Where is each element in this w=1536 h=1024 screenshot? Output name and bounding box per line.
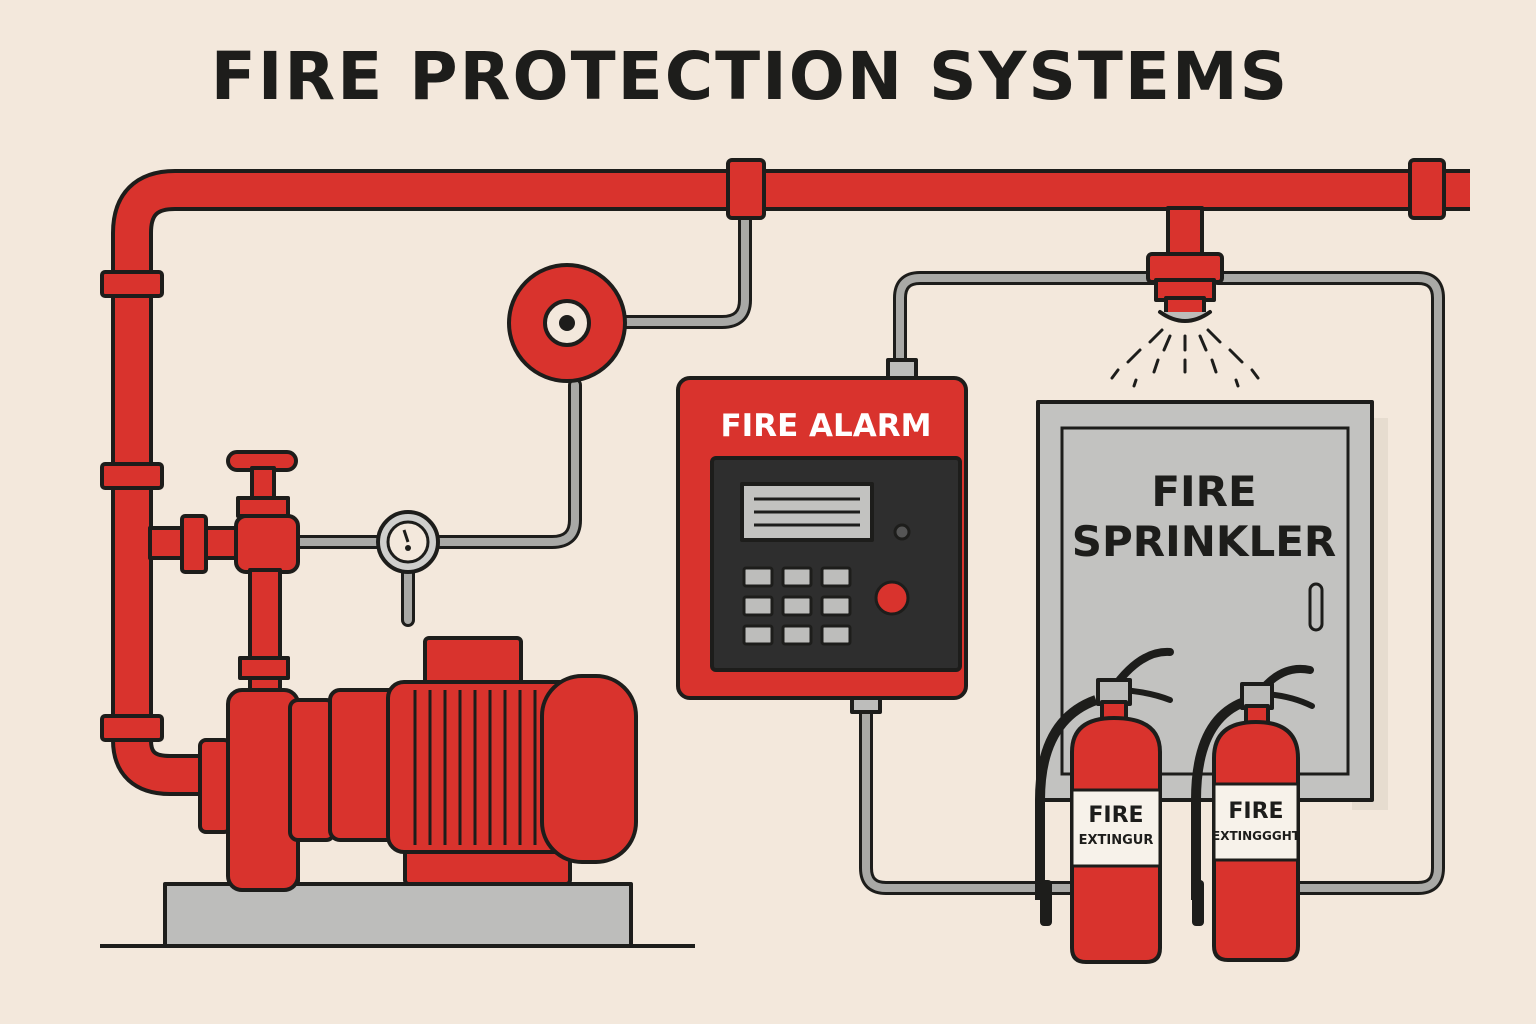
sprinkler-head <box>1110 252 1260 388</box>
red-main-pipe <box>100 158 1470 796</box>
pipe-coupling <box>726 158 766 220</box>
extinguisher-right-label-line2: EXTINGGGHT <box>1212 829 1301 843</box>
diagram-title: FIRE PROTECTION SYSTEMS <box>210 38 1290 115</box>
sprinkler-label-line1: FIRE <box>1151 467 1256 516</box>
fire-pump <box>198 636 638 892</box>
extinguisher-right-label-line1: FIRE <box>1228 799 1283 824</box>
alarm-keypad <box>742 566 852 646</box>
cabinet-handle <box>1308 582 1324 632</box>
pipe-coupling <box>1408 158 1446 220</box>
pressure-gauge <box>376 510 440 574</box>
pump-base <box>163 882 633 948</box>
alarm-bell <box>507 263 627 383</box>
pipe-coupling <box>100 462 164 490</box>
sprinkler-label-line2: SPRINKLER <box>1072 517 1337 566</box>
fire-alarm-panel: FIRE ALARM <box>676 358 968 714</box>
water-spray <box>1110 328 1260 388</box>
fire-extinguisher-right: FIRE EXTINGGGHT <box>1191 665 1315 962</box>
alarm-button <box>874 580 910 616</box>
pipe-coupling <box>100 270 164 298</box>
indicator-light <box>893 523 911 541</box>
extinguisher-left-label-line1: FIRE <box>1088 803 1143 828</box>
pipe-coupling <box>100 714 164 742</box>
fire-alarm-label: FIRE ALARM <box>720 408 931 444</box>
extinguisher-left-label-line2: EXTINGUR <box>1079 833 1154 848</box>
grey-signal-pipes <box>283 198 1445 895</box>
pipe-coupling <box>180 514 208 574</box>
fire-extinguisher-left: FIRE EXTINGUR <box>1035 647 1174 964</box>
